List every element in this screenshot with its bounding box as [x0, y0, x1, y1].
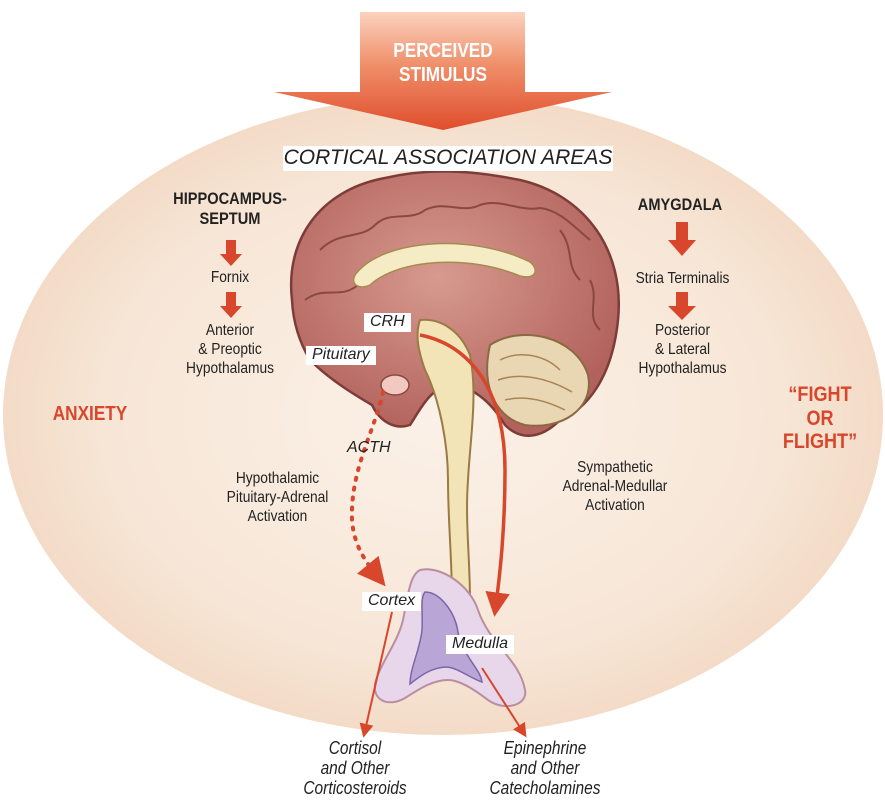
hpa-line-3: Activation — [215, 508, 340, 527]
stria-terminalis-text: Stria Terminalis — [636, 270, 730, 287]
amygdala-text: AMYGDALA — [638, 195, 722, 214]
fight-line-2: OR — [773, 407, 868, 431]
cortisol-output-label: Cortisol and Other Corticosteroids — [295, 738, 415, 798]
hpa-line-1: Hypothalamic — [215, 470, 340, 489]
medulla-text: Medulla — [452, 635, 508, 652]
acth-text: ACTH — [347, 439, 391, 456]
anterior-hypothalamus-label: Anterior & Preoptic Hypothalamus — [170, 322, 290, 379]
fight-or-flight-label: “FIGHT OR FLIGHT” — [773, 383, 868, 454]
fornix-text: Fornix — [211, 269, 249, 286]
cortisol-line-2: and Other — [295, 758, 415, 778]
cortical-association-label: CORTICAL ASSOCIATION AREAS — [283, 146, 613, 171]
hippocampus-septum-title: HIPPOCAMPUS- SEPTUM — [161, 189, 299, 229]
anterior-line-3: Hypothalamus — [170, 360, 290, 379]
posterior-hypothalamus-label: Posterior & Lateral Hypothalamus — [624, 322, 740, 379]
fornix-label: Fornix — [187, 269, 273, 288]
crh-text: CRH — [370, 313, 405, 330]
hippocampus-title-line-2: SEPTUM — [161, 209, 299, 229]
pituitary-gland — [381, 375, 409, 395]
sam-line-1: Sympathetic — [551, 459, 680, 478]
acth-label: ACTH — [341, 439, 397, 458]
medulla-label: Medulla — [446, 635, 514, 654]
hippocampus-title-line-1: HIPPOCAMPUS- — [161, 189, 299, 209]
stimulus-line-1: PERCEIVED — [379, 40, 508, 64]
amygdala-title: AMYGDALA — [628, 195, 731, 215]
sam-line-3: Activation — [551, 497, 680, 516]
anxiety-label: ANXIETY — [38, 403, 141, 427]
cortex-text: Cortex — [368, 592, 415, 609]
crh-label: CRH — [364, 313, 411, 332]
hpa-activation-label: Hypothalamic Pituitary-Adrenal Activatio… — [215, 470, 340, 527]
stimulus-line-2: STIMULUS — [379, 64, 508, 88]
epinephrine-line-1: Epinephrine — [481, 738, 610, 758]
stria-terminalis-label: Stria Terminalis — [620, 270, 745, 289]
cortical-association-text: CORTICAL ASSOCIATION AREAS — [284, 146, 613, 169]
pituitary-label: Pituitary — [306, 346, 376, 365]
stimulus-label: PERCEIVED STIMULUS — [379, 40, 508, 87]
epinephrine-line-3: Catecholamines — [481, 778, 610, 798]
anterior-line-2: & Preoptic — [170, 341, 290, 360]
pituitary-text: Pituitary — [312, 346, 370, 363]
posterior-line-3: Hypothalamus — [624, 360, 740, 379]
posterior-line-2: & Lateral — [624, 341, 740, 360]
posterior-line-1: Posterior — [624, 322, 740, 341]
fight-line-3: FLIGHT” — [773, 430, 868, 454]
fight-line-1: “FIGHT — [773, 383, 868, 407]
sam-activation-label: Sympathetic Adrenal-Medullar Activation — [551, 459, 680, 516]
anxiety-text: ANXIETY — [53, 403, 128, 425]
epinephrine-output-label: Epinephrine and Other Catecholamines — [481, 738, 610, 798]
cortex-label: Cortex — [362, 592, 421, 611]
epinephrine-line-2: and Other — [481, 758, 610, 778]
cortisol-line-1: Cortisol — [295, 738, 415, 758]
cortisol-line-3: Corticosteroids — [295, 778, 415, 798]
anterior-line-1: Anterior — [170, 322, 290, 341]
hpa-line-2: Pituitary-Adrenal — [215, 489, 340, 508]
sam-line-2: Adrenal-Medullar — [551, 478, 680, 497]
